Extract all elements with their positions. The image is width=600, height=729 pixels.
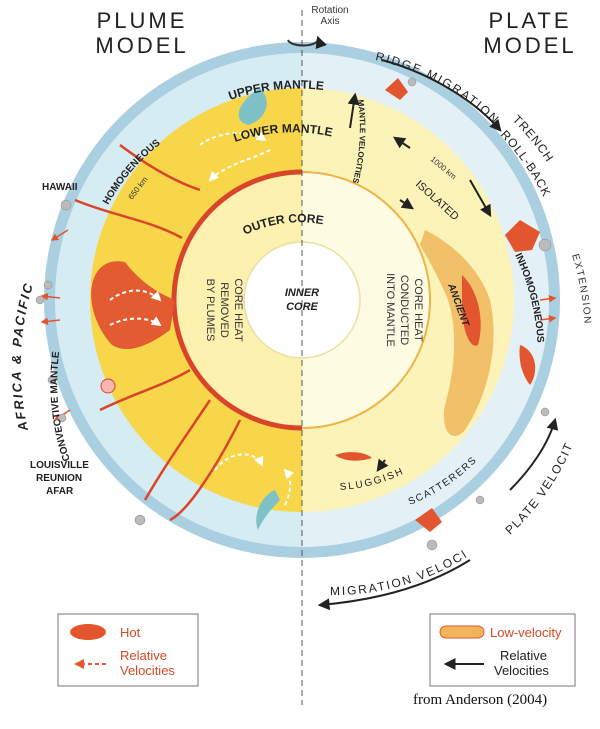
trench-hot (505, 220, 540, 252)
axis-label-line1: Rotation (311, 5, 348, 16)
legend-plate-relative-1: Relative (500, 648, 547, 663)
ridge-hot (385, 78, 408, 100)
legend-plate-relative-2: Velocities (494, 663, 549, 678)
svg-text:CONDUCTED: CONDUCTED (398, 275, 410, 345)
slab-lower (256, 490, 280, 530)
hotspots-label-2: REUNION (36, 473, 82, 484)
low-velocity-region (420, 230, 494, 436)
inner-core-label-1: INNER (285, 287, 319, 299)
legend-relative-label-1: Relative (120, 648, 167, 663)
legend-plume: Hot Relative Velocities (57, 613, 199, 687)
volcano-icon (35, 77, 552, 551)
hot-swatch-icon (70, 624, 106, 640)
plate-title-line1: PLATE (488, 8, 571, 33)
core-heat-plate-label: CORE HEAT CONDUCTED INTO MANTLE (384, 273, 424, 347)
axis-label-line2: Axis (321, 16, 340, 27)
plume-conduits (74, 143, 242, 522)
hawaii-label: HAWAII (42, 182, 78, 193)
hot-lens (335, 452, 372, 461)
rotation-arrow-icon (287, 35, 327, 50)
legend-relative-label-2: Velocities (120, 663, 175, 678)
ancient-hot-zone (462, 275, 481, 346)
plume-title-line1: PLUME (97, 8, 188, 33)
hotspots-label-1: LOUISVILLE (30, 460, 89, 471)
legend-plate: Low-velocity Relative Velocities (429, 613, 576, 687)
africa-pacific-label: AFRICA & PACIFIC (9, 280, 37, 433)
core-heat-plume-label: CORE HEAT REMOVED BY PLUMES (204, 278, 244, 342)
svg-text:REMOVED: REMOVED (218, 282, 230, 338)
slab-upper (238, 88, 267, 125)
plate-arrows (317, 59, 559, 611)
svg-text:CORE HEAT: CORE HEAT (412, 278, 424, 342)
hot-spot-right (519, 345, 536, 385)
low-velocity-swatch-icon (439, 625, 485, 639)
ridge-hot-lower (415, 508, 442, 532)
plume-title-line2: MODEL (95, 33, 188, 58)
svg-text:BY PLUMES: BY PLUMES (204, 279, 216, 342)
inner-core-label-2: CORE (286, 301, 318, 313)
plate-title-line2: MODEL (483, 33, 576, 58)
plume-head (100, 378, 116, 394)
legend-hot-label: Hot (120, 625, 141, 640)
convection-arrows (109, 131, 295, 506)
legend-low-velocity-label: Low-velocity (490, 625, 562, 640)
svg-text:CORE HEAT: CORE HEAT (232, 278, 244, 342)
extension-label: EXTENSION (569, 253, 592, 326)
hotspots-label-3: AFAR (46, 486, 74, 497)
superplume (91, 261, 175, 350)
outer-core-left (174, 172, 302, 428)
svg-text:INTO MANTLE: INTO MANTLE (384, 273, 396, 347)
source-credit: from Anderson (2004) (413, 692, 548, 708)
outer-core-right (302, 172, 430, 428)
earth-cross-section (44, 10, 560, 705)
cmb-plate-boundary (301, 171, 431, 429)
